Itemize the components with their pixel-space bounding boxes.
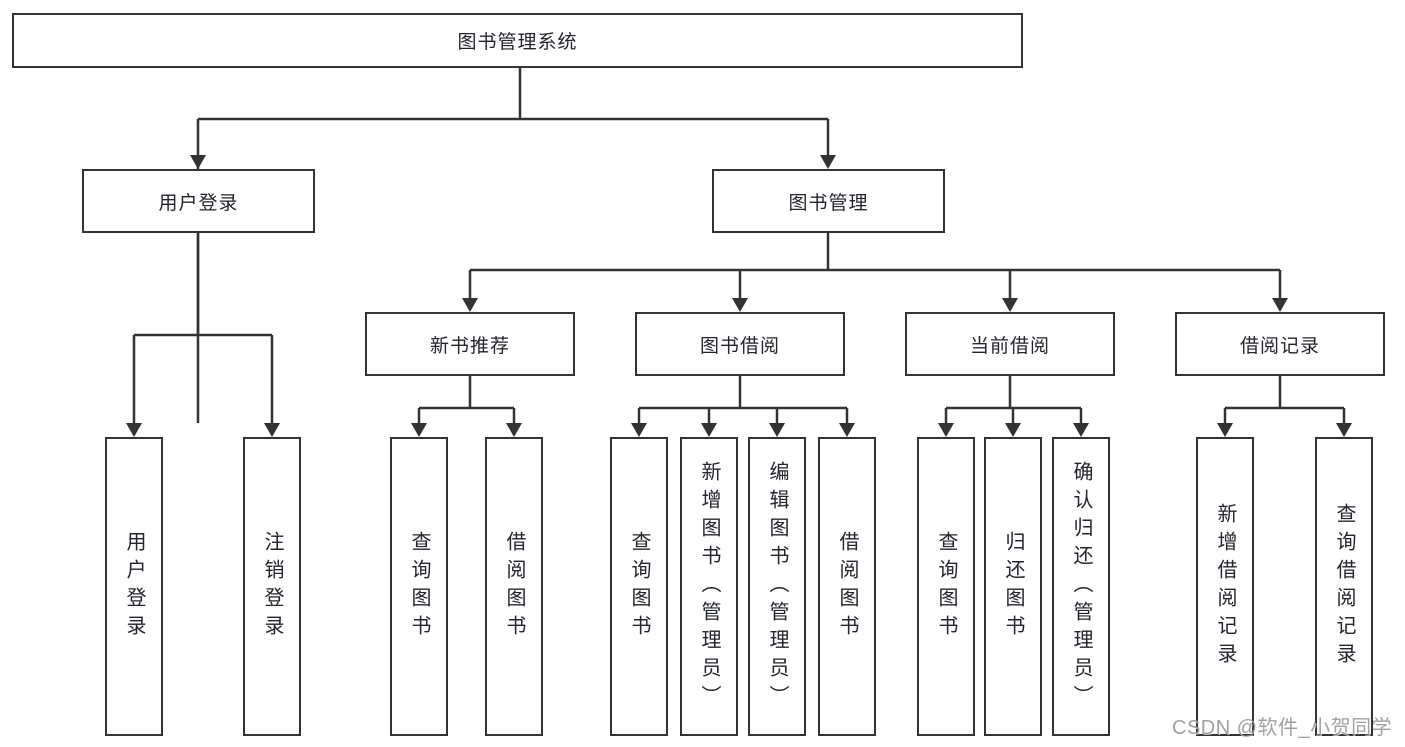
connector-records-children xyxy=(1217,376,1352,437)
leaf-query-book-borrowing-label: 查询图书 xyxy=(628,530,650,643)
leaf-query-book-borrowing: 查询图书 xyxy=(610,437,668,736)
node-root-system-label: 图书管理系统 xyxy=(457,32,578,53)
node-current-borrowing: 当前借阅 xyxy=(905,312,1115,376)
leaf-add-borrow-record-label: 新增借阅记录 xyxy=(1214,502,1236,671)
leaf-query-book-current: 查询图书 xyxy=(917,437,975,736)
connector-mgmt-to-level3 xyxy=(462,233,1288,312)
leaf-logout: 注销登录 xyxy=(243,437,301,736)
node-book-borrowing-label: 图书借阅 xyxy=(699,335,780,357)
leaf-query-book-recommend-label: 查询图书 xyxy=(408,530,430,643)
node-current-borrowing-label: 当前借阅 xyxy=(969,335,1050,357)
connector-newbook-children xyxy=(411,376,522,437)
connector-root-to-level2 xyxy=(190,68,836,423)
leaf-confirm-return-admin: 确认归还（管理员） xyxy=(1052,437,1110,736)
connector-borrow-children xyxy=(631,376,855,437)
leaf-query-book-recommend: 查询图书 xyxy=(390,437,448,736)
leaf-borrow-book-recommend: 借阅图书 xyxy=(485,437,543,736)
leaf-user-login: 用户登录 xyxy=(105,437,163,736)
leaf-add-book-admin: 新增图书（管理员） xyxy=(680,437,738,736)
leaf-return-book: 归还图书 xyxy=(984,437,1042,736)
connector-current-children xyxy=(938,376,1089,437)
node-new-book-recommend: 新书推荐 xyxy=(365,312,575,376)
node-root-system: 图书管理系统 xyxy=(12,13,1023,68)
leaf-query-book-current-label: 查询图书 xyxy=(935,530,957,643)
leaf-add-borrow-record: 新增借阅记录 xyxy=(1196,437,1254,736)
node-new-book-recommend-label: 新书推荐 xyxy=(429,335,510,357)
node-user-login-label: 用户登录 xyxy=(158,192,239,214)
leaf-return-book-label: 归还图书 xyxy=(1002,530,1024,643)
leaf-borrow-book: 借阅图书 xyxy=(818,437,876,736)
leaf-borrow-book-label: 借阅图书 xyxy=(836,530,858,643)
node-borrowing-records-label: 借阅记录 xyxy=(1239,335,1320,357)
node-book-management-label: 图书管理 xyxy=(788,192,869,214)
leaf-user-login-label: 用户登录 xyxy=(123,530,145,643)
node-user-login: 用户登录 xyxy=(82,169,315,233)
csdn-watermark: CSDN @软件_小贺同学 xyxy=(1172,717,1393,739)
leaf-edit-book-admin-label: 编辑图书（管理员） xyxy=(766,460,788,713)
leaf-query-borrow-record-label: 查询借阅记录 xyxy=(1333,502,1355,671)
node-book-management: 图书管理 xyxy=(712,169,945,233)
leaf-add-book-admin-label: 新增图书（管理员） xyxy=(698,460,720,713)
connector-login-children xyxy=(126,233,280,437)
leaf-edit-book-admin: 编辑图书（管理员） xyxy=(748,437,806,736)
leaf-logout-label: 注销登录 xyxy=(261,530,283,643)
node-book-borrowing: 图书借阅 xyxy=(635,312,845,376)
leaf-borrow-book-recommend-label: 借阅图书 xyxy=(503,530,525,643)
node-borrowing-records: 借阅记录 xyxy=(1175,312,1385,376)
leaf-query-borrow-record: 查询借阅记录 xyxy=(1315,437,1373,736)
leaf-confirm-return-admin-label: 确认归还（管理员） xyxy=(1070,460,1092,713)
